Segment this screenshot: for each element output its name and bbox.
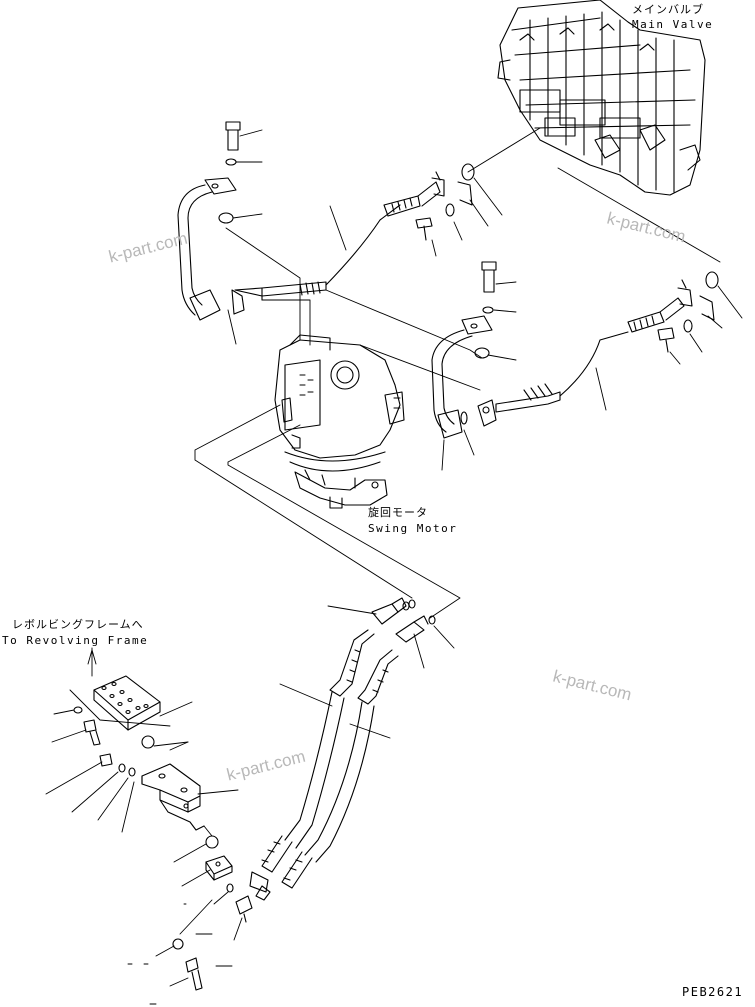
main-valve-drawing [497,0,706,196]
left-swing-pipe-drawing [177,121,475,321]
drawing-code: PEB2621 [682,985,744,999]
leader-lines [45,129,743,1005]
revolving-frame-label-jp: レボルビングフレームへ [12,618,144,631]
left-block-drawing [73,675,253,991]
swing-motor-label-en: Swing Motor [368,522,458,535]
revolving-frame-label-en: To Revolving Frame [2,634,149,647]
right-swing-pipe-drawing [431,261,719,439]
main-valve-label-jp: メインバルブ [632,3,704,16]
connection-lines [69,127,721,935]
swing-motor-drawing [274,334,405,509]
center-hose-drawing [249,597,436,901]
main-valve-label-en: Main Valve [632,18,714,31]
swing-motor-label-jp: 旋回モータ [368,506,428,519]
